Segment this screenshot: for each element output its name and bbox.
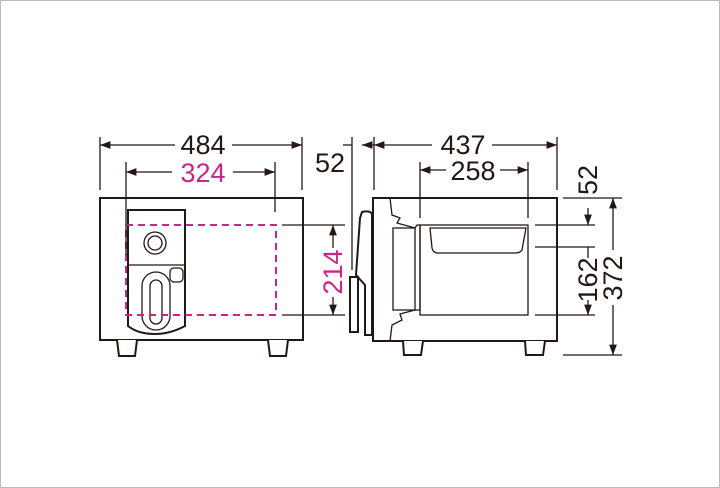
- door-depth-dimension: 52: [315, 148, 345, 178]
- dial-icon: [143, 231, 167, 255]
- dial-inner-ring: [147, 235, 163, 251]
- tray: [429, 227, 527, 254]
- front-foot-right: [267, 339, 289, 357]
- width-dimension: 484: [180, 130, 225, 160]
- side-foot-right: [524, 340, 546, 356]
- depth-dimension: 437: [440, 130, 485, 160]
- door-side: [354, 210, 373, 336]
- door-handle-side: [349, 276, 359, 333]
- inner-compartment: [419, 224, 529, 316]
- front-foot-left: [116, 339, 138, 357]
- side-view: 437 258 52 162 372: [343, 130, 628, 356]
- inner-height-side-dimension: 162: [573, 257, 603, 302]
- top-offset-dimension: 52: [573, 165, 603, 195]
- handle-grip: [149, 279, 163, 325]
- keyhole-icon: [169, 267, 184, 283]
- door-inner-panel: [392, 227, 416, 311]
- inner-depth-dimension: 258: [450, 156, 495, 186]
- side-foot-left: [402, 340, 424, 356]
- height-dimension: 372: [598, 255, 628, 300]
- handle: [141, 271, 171, 331]
- inner-dimension-outline: [125, 224, 277, 316]
- inner-height-dimension: 214: [318, 249, 348, 294]
- side-body: [372, 197, 558, 342]
- front-view: 484 324 214 52: [99, 130, 348, 357]
- inner-width-dimension: 324: [180, 158, 225, 188]
